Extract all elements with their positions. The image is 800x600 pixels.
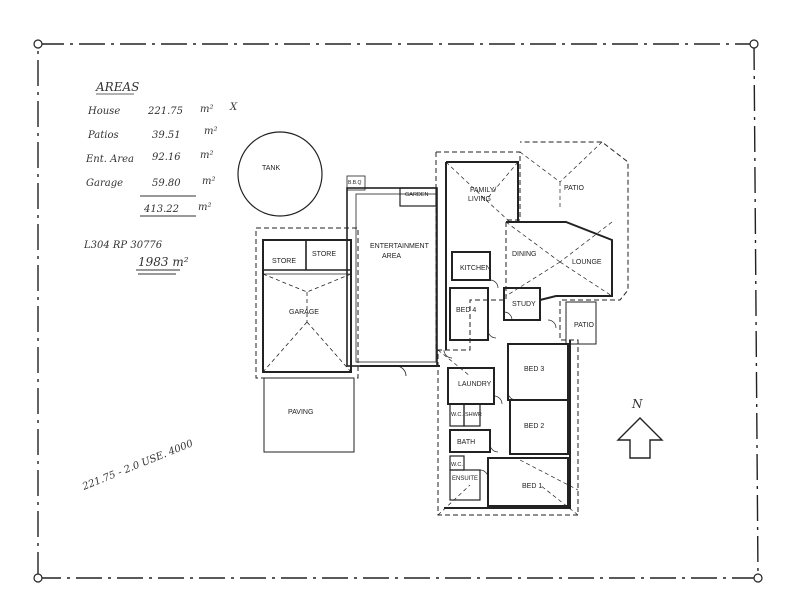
house-area-label: House: [87, 106, 120, 117]
house-roof-outline: [435, 141, 629, 516]
area-notes: AREAS House 221.75 m² X Patios 39.51 m² …: [80, 80, 238, 493]
patio-top-label: PATIO: [564, 185, 585, 192]
boundary-corner-markers: [33, 39, 763, 583]
garage-label: GARAGE: [289, 309, 319, 316]
house-area-mark: X: [229, 102, 238, 113]
house-area-value: 221.75: [147, 106, 183, 117]
patios-area-value: 39.51: [152, 130, 181, 141]
paving: PAVING: [263, 377, 355, 453]
laundry-label: LAUNDRY: [458, 381, 492, 388]
bed3-label: BED 3: [524, 366, 544, 373]
garage-block: [255, 227, 359, 379]
entertainment-area: [346, 175, 440, 377]
family-living-label-line2: LIVING: [468, 196, 491, 203]
entertainment-label-line2: AREA: [382, 253, 401, 260]
lot-boundary: [37, 43, 759, 579]
ent-area-value: 92.16: [152, 152, 181, 163]
bath-label: BATH: [457, 439, 475, 446]
house-walls: [444, 161, 613, 509]
tank: TANK: [237, 131, 323, 217]
bbq-label: B.B.Q: [348, 180, 361, 186]
north-label: N: [631, 397, 643, 411]
lounge-label: LOUNGE: [572, 259, 602, 266]
store-label-left: STORE: [272, 258, 296, 265]
patios-area-label: Patios: [87, 130, 119, 141]
family-living-label-line1: FAMILY/: [470, 187, 496, 194]
tank-label: TANK: [262, 165, 280, 172]
total-area-unit: m²: [198, 202, 212, 213]
shower-label: SHWR: [465, 412, 482, 418]
areas-heading: AREAS: [95, 80, 139, 94]
bed1-label: BED 1: [522, 483, 542, 490]
garden-label: GARDEN: [405, 192, 429, 198]
lot-reference: L304 RP 30776: [83, 240, 163, 251]
house-area-unit: m²: [200, 104, 214, 115]
study-label: STUDY: [512, 301, 536, 308]
paving-label: PAVING: [288, 409, 313, 416]
door-swings: [443, 279, 557, 479]
total-area-value: 413.22: [143, 204, 179, 215]
kitchen-label: KITCHEN: [460, 265, 491, 272]
wc2-label: W.C.: [451, 462, 463, 468]
garage-area-label: Garage: [86, 178, 123, 189]
dining-label: DINING: [512, 251, 537, 258]
patios-area-unit: m²: [204, 126, 218, 137]
entertainment-label-line1: ENTERTAINMENT: [370, 243, 430, 250]
roof-hip-lines: [437, 141, 613, 516]
north-arrow-icon: [616, 417, 664, 459]
diagonal-note: 221.75 - 2.0 USE. 4000: [80, 438, 195, 493]
bed2-label: BED 2: [524, 423, 544, 430]
wc1-label: W.C.: [451, 412, 463, 418]
garage-area-value: 59.80: [152, 178, 181, 189]
patio-side-label: PATIO: [574, 322, 595, 329]
ent-area-unit: m²: [200, 150, 214, 161]
ent-area-label: Ent. Area: [85, 154, 134, 165]
bed4-label: BED 4: [456, 307, 476, 314]
lot-area: 1983 m²: [138, 255, 189, 269]
garage-area-unit: m²: [202, 176, 216, 187]
ensuite-label: ENSUITE: [452, 476, 478, 482]
store-label-right: STORE: [312, 251, 336, 258]
